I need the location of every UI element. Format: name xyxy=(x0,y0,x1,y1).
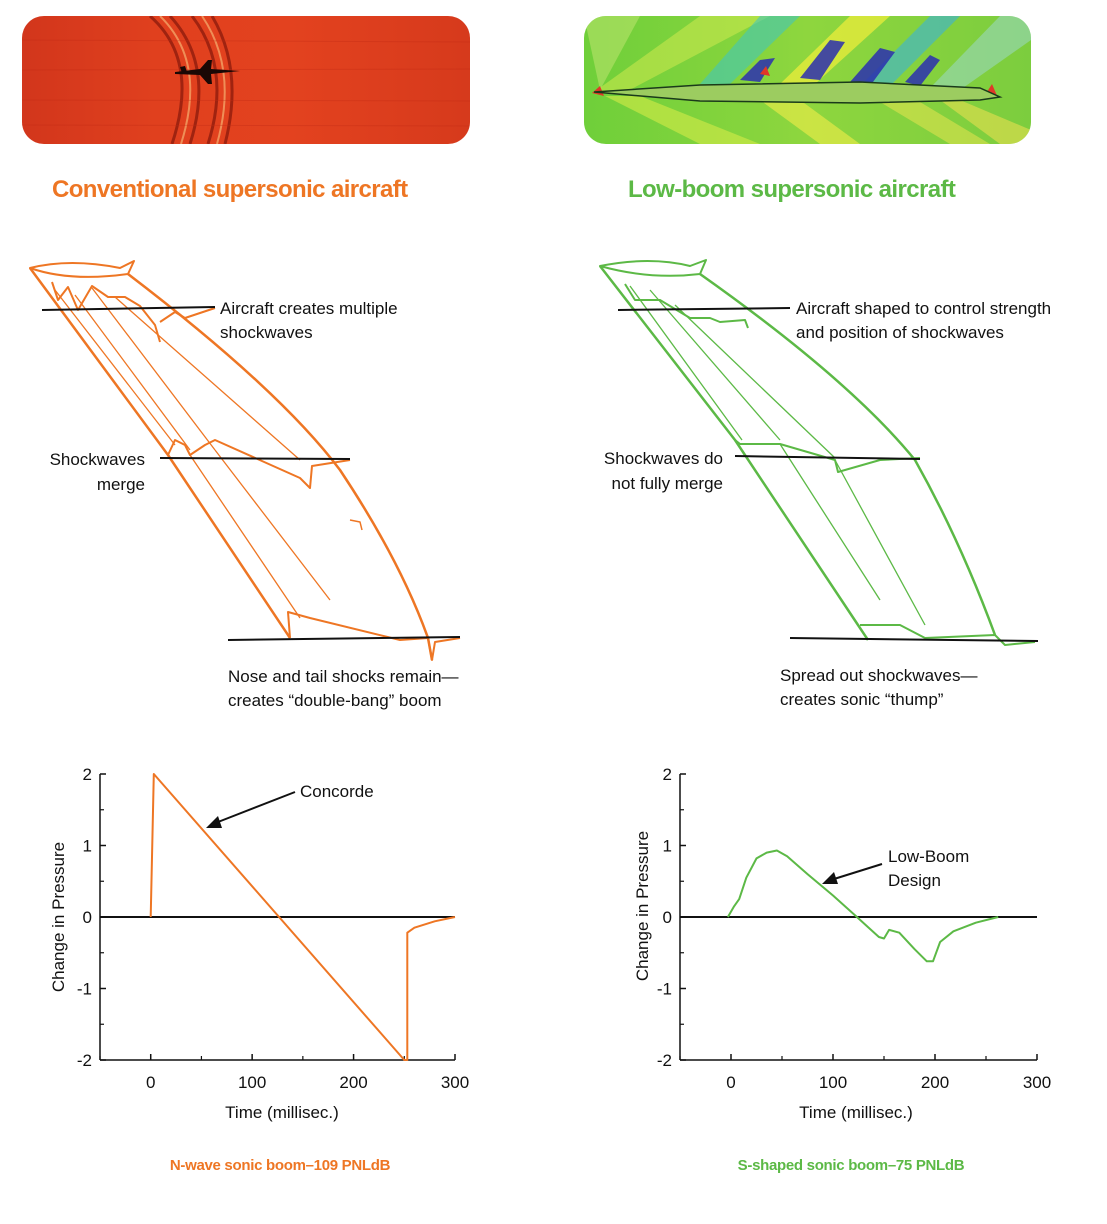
lowboom-pressure-chart: -2 -1 0 1 2 0 100 200 300 Change in PressureTime … xyxy=(633,765,1051,1122)
lowboom-cfd-image xyxy=(584,16,1031,144)
lowboom-design-arrow-line xyxy=(833,863,883,880)
conventional-annotation-middle-line1: Shockwaves xyxy=(50,450,145,469)
conventional-altitude-lines xyxy=(41,306,461,641)
conventional-annotation-middle-line2: merge xyxy=(97,475,145,494)
y-tick-label: 2 xyxy=(83,765,92,784)
aircraft-silhouette-icon xyxy=(175,60,240,84)
y-tick-label: -1 xyxy=(657,980,672,999)
concorde-label: Concorde xyxy=(300,782,374,801)
y-tick-label: 1 xyxy=(663,837,672,856)
x-tick-label: 200 xyxy=(339,1073,367,1092)
y-axis-label: Change in Pressure xyxy=(49,842,68,992)
lowboom-annotation-middle-line2: not fully merge xyxy=(612,474,724,493)
conventional-shockwave-diagram xyxy=(28,260,461,661)
concorde-arrowhead xyxy=(206,816,222,828)
lowboom-annotation-top-line1: Aircraft shaped to control strength xyxy=(796,299,1051,318)
y-tick-label: 0 xyxy=(663,908,672,927)
x-tick-label: 0 xyxy=(726,1073,735,1092)
conventional-annotation-bottom-line1: Nose and tail shocks remain— xyxy=(228,667,459,686)
x-axis-label: Time (millisec.) xyxy=(799,1103,913,1122)
concorde-annotation: Concorde xyxy=(206,782,374,828)
conventional-pressure-chart: -2 -1 0 1 2 0 100 200 300 Change in PressureTime … xyxy=(49,765,469,1122)
x-tick-label: 100 xyxy=(819,1073,847,1092)
lowboom-annotation-middle-line1: Shockwaves do xyxy=(604,449,723,468)
y-tick-label: 1 xyxy=(83,837,92,856)
y-tick-label: -2 xyxy=(77,1051,92,1070)
x-tick-label: 100 xyxy=(238,1073,266,1092)
x-tick-label: 0 xyxy=(146,1073,155,1092)
lowboom-annotation-top-line2: and position of shockwaves xyxy=(796,323,1004,342)
lowboom-design-arrowhead xyxy=(822,872,838,884)
conventional-caption: N-wave sonic boom–109 PNLdB xyxy=(170,1157,391,1174)
conventional-schlieren-image xyxy=(22,16,470,144)
lowboom-aircraft-shape xyxy=(599,259,707,277)
lowboom-heading: Low-boom supersonic aircraft xyxy=(628,176,956,203)
lowboom-caption: S-shaped sonic boom–75 PNLdB xyxy=(738,1157,965,1174)
lowboom-annotation-bottom-line2: creates sonic “thump” xyxy=(780,690,944,709)
lowboom-design-annotation: Low-Boom Design xyxy=(822,847,969,890)
conventional-aircraft-outline xyxy=(29,260,135,278)
x-tick-label: 300 xyxy=(441,1073,469,1092)
x-axis-label: Time (millisec.) xyxy=(225,1103,339,1122)
lowboom-design-label-line2: Design xyxy=(888,871,941,890)
x-tick-label: 300 xyxy=(1023,1073,1051,1092)
lowboom-design-label-line1: Low-Boom xyxy=(888,847,969,866)
conventional-annotation-top-line1: Aircraft creates multiple xyxy=(220,299,398,318)
concorde-arrow-line xyxy=(217,791,296,823)
lowboom-aircraft-outline xyxy=(593,81,1003,104)
conventional-annotation-bottom-line2: creates “double-bang” boom xyxy=(228,691,442,710)
y-tick-label: -2 xyxy=(657,1051,672,1070)
conventional-heading: Conventional supersonic aircraft xyxy=(52,176,408,203)
conventional-annotation-top-line2: shockwaves xyxy=(220,323,313,342)
lowboom-altitude-lines xyxy=(617,307,1039,642)
y-tick-label: 2 xyxy=(663,765,672,784)
y-tick-label: 0 xyxy=(83,908,92,927)
x-tick-label: 200 xyxy=(921,1073,949,1092)
y-tick-label: -1 xyxy=(77,980,92,999)
pressure-series-line xyxy=(149,773,456,1061)
lowboom-shockwave-diagram xyxy=(599,259,1036,646)
pressure-series-line xyxy=(727,849,999,963)
lowboom-annotation-bottom-line1: Spread out shockwaves— xyxy=(780,666,978,685)
y-axis-label: Change in Pressure xyxy=(633,831,652,981)
